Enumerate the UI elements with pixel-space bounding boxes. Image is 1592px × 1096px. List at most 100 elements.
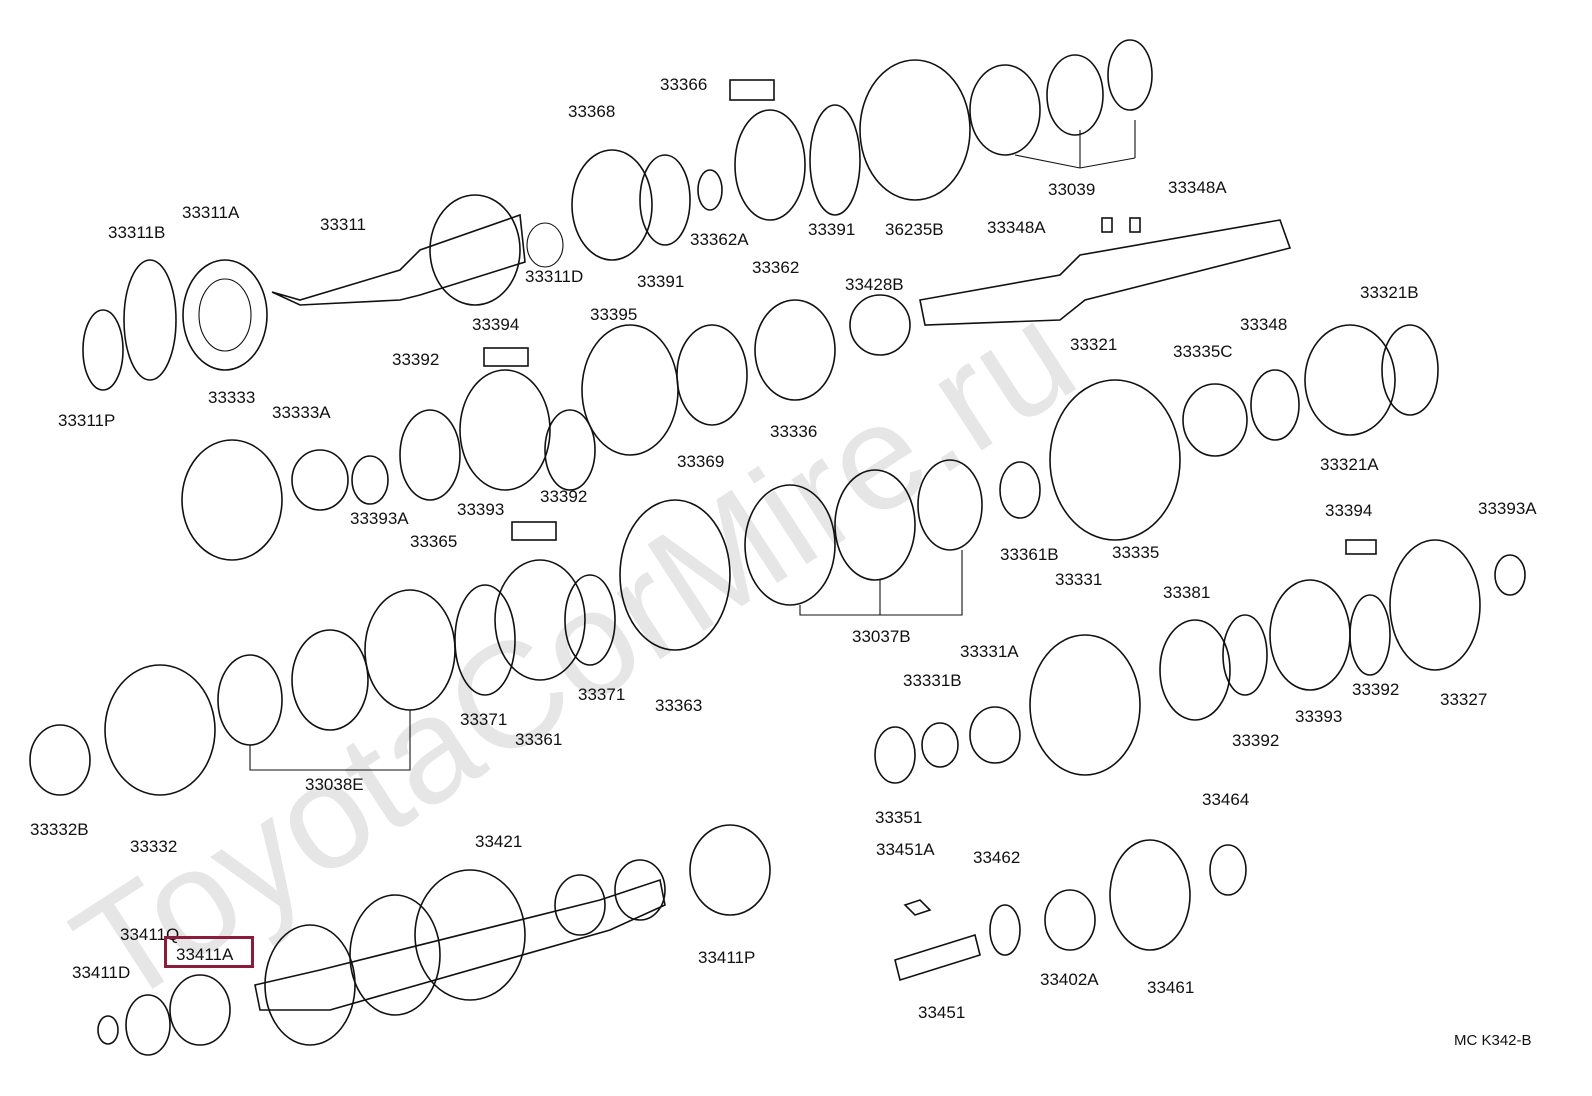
ring-33393A-b — [1494, 554, 1526, 596]
part-label: 33361B — [1000, 545, 1059, 564]
bearing-33333A — [291, 449, 349, 511]
part-label: 33327 — [1440, 690, 1487, 709]
part-label: 33366 — [660, 75, 707, 94]
part-label: 33394 — [472, 315, 519, 334]
part-label: 33333 — [208, 388, 255, 407]
ring-33331B — [921, 722, 959, 768]
part-label: 33371 — [578, 685, 625, 704]
part-label: 33311P — [58, 411, 115, 430]
output-shaft-assembly — [181, 217, 1439, 561]
part-label: 33331 — [1055, 570, 1102, 589]
snap-ring-33311B — [123, 259, 177, 381]
part-label: 33321 — [1070, 335, 1117, 354]
bearing-33402A — [1044, 889, 1096, 951]
snap-ring-33321B — [1381, 324, 1439, 416]
part-label: 33348A — [987, 218, 1046, 237]
part-label: 33038E — [305, 775, 364, 794]
spring-33371a — [454, 584, 516, 696]
part-label: 33335 — [1112, 543, 1159, 562]
ring-33362A — [697, 169, 723, 211]
part-label: 33348A — [1168, 178, 1227, 197]
synchro-33369 — [676, 324, 748, 426]
ring-33393A — [351, 455, 389, 505]
highlight-box — [164, 936, 254, 968]
part-label: 33336 — [770, 422, 817, 441]
part-label: 33331A — [960, 642, 1019, 661]
input-shaft-33311 — [271, 213, 526, 306]
part-label: 33462 — [973, 848, 1020, 867]
part-label: 33391 — [637, 272, 684, 291]
gear-33336 — [754, 299, 836, 401]
spring-33391 — [639, 154, 691, 246]
part-label: 33392 — [540, 487, 587, 506]
gear-33333 — [181, 439, 283, 561]
ring-33037B-c — [917, 459, 983, 551]
part-label: 33393 — [1295, 707, 1342, 726]
part-label: 33365 — [410, 532, 457, 551]
part-label: 33392 — [1352, 680, 1399, 699]
input-shaft-assembly — [82, 39, 1153, 391]
snap-ring-33411D — [97, 1015, 119, 1045]
part-label: 33362A — [690, 230, 749, 249]
synchro-ring-33368 — [571, 149, 653, 261]
part-label: 33421 — [475, 832, 522, 851]
gear-33331 — [1029, 634, 1141, 776]
synchro-33381 — [1159, 619, 1231, 721]
part-label: 33361 — [515, 730, 562, 749]
part-label: 33331B — [903, 671, 962, 690]
needle-bearing-33311D — [526, 222, 564, 268]
part-label: 33461 — [1147, 978, 1194, 997]
ring-33361B — [999, 461, 1041, 519]
bearing-33411P — [689, 824, 771, 916]
part-label: 33464 — [1202, 790, 1249, 809]
part-label: 33392 — [392, 350, 439, 369]
part-label: 33392 — [1232, 731, 1279, 750]
counter-shaft-33421 — [254, 878, 666, 1011]
part-label: 33391 — [808, 220, 855, 239]
sleeve-33363 — [619, 499, 731, 651]
sleeve-36235B — [859, 59, 971, 201]
part-label: 33368 — [568, 102, 615, 121]
part-labels: 33366 33368 33311A 33311B 33311 33311D 3… — [30, 75, 1537, 1049]
bearing-33311A — [182, 259, 268, 371]
part-label: 33362 — [752, 258, 799, 277]
sleeve-33395 — [581, 324, 679, 456]
key-33394 — [483, 347, 529, 367]
output-shaft-33321 — [919, 219, 1292, 326]
ring-33037B-a — [744, 484, 836, 606]
bearing-33332B — [29, 724, 91, 796]
washer-33351 — [874, 726, 916, 784]
part-label: 33428B — [845, 275, 904, 294]
part-label: 33411P — [698, 948, 755, 967]
part-label: 33363 — [655, 696, 702, 715]
part-label: 33395 — [590, 305, 637, 324]
part-label: 33332 — [130, 837, 177, 856]
spring-33392b — [544, 409, 596, 491]
ring-33038E-a — [217, 654, 283, 746]
bearing-33331A — [969, 706, 1021, 764]
part-label: 33402A — [1040, 970, 1099, 989]
part-label: 33332B — [30, 820, 89, 839]
pin-33348A-b — [1129, 217, 1141, 233]
bearing-33411A — [169, 974, 231, 1046]
gear-33332 — [104, 664, 216, 796]
part-label: 33335C — [1173, 342, 1233, 361]
washer-33464 — [1209, 844, 1247, 896]
shaft-33451 — [894, 933, 981, 982]
part-label: 33348 — [1240, 315, 1287, 334]
part-label: 33381 — [1163, 583, 1210, 602]
gear-33461 — [1109, 839, 1191, 951]
hub-33361 — [494, 559, 586, 681]
part-label: 33333A — [272, 403, 331, 422]
part-label: 33321B — [1360, 283, 1419, 302]
reverse-assembly — [874, 539, 1526, 784]
washer-33462 — [989, 904, 1021, 956]
part-label: 33311 — [320, 215, 366, 234]
snap-ring-33311P — [82, 309, 124, 391]
part-label: 33393 — [457, 500, 504, 519]
input-gear-teeth — [429, 194, 521, 306]
key-33365 — [511, 521, 557, 541]
hub-33393 — [459, 369, 551, 491]
shifting-key-33366 — [729, 79, 775, 101]
